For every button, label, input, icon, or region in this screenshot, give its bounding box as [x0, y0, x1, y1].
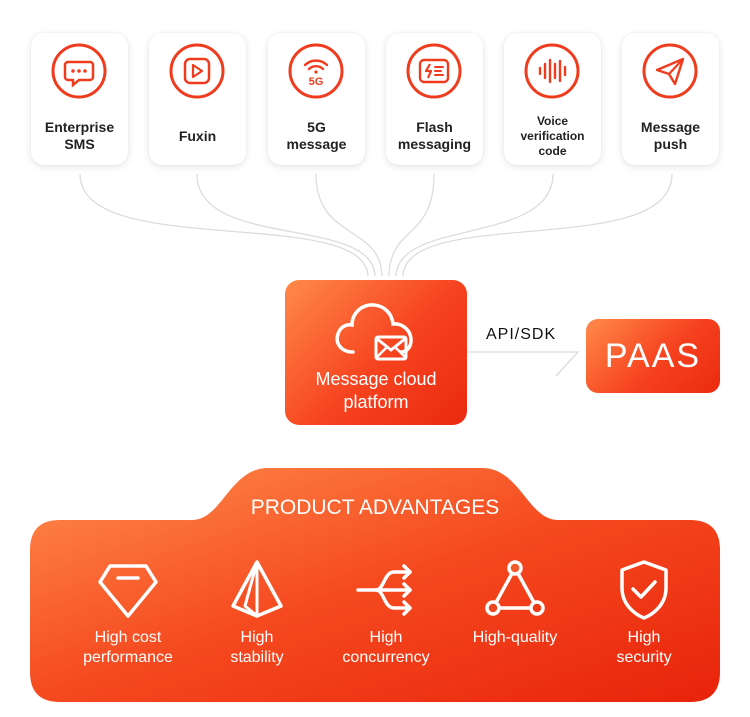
chat-bubble-icon: [51, 43, 107, 99]
advantage-high-stability: High stability: [192, 558, 322, 666]
channel-card-enterprise-sms[interactable]: Enterprise SMS: [31, 33, 128, 165]
advantage-high-concurrency: High concurrency: [321, 558, 451, 666]
channel-card-5g-message[interactable]: 5G 5G message: [268, 33, 365, 165]
platform-label: Message cloud platform: [315, 369, 437, 412]
channel-card-message-push[interactable]: Message push: [622, 33, 719, 165]
api-arrow: [467, 351, 580, 377]
paper-plane-icon: [642, 43, 698, 99]
api-sdk-label: API/SDK: [486, 326, 557, 343]
diamond-icon: [98, 564, 158, 618]
5g-signal-icon: 5G: [288, 43, 344, 99]
shield-check-icon: [620, 560, 668, 620]
advantage-label: High concurrency: [342, 629, 430, 666]
channel-label: Flash messaging: [397, 119, 472, 152]
advantage-high-cost-performance: High cost performance: [63, 558, 193, 666]
channel-label: Message push: [640, 119, 701, 152]
flash-message-icon: [406, 43, 462, 99]
advantage-label: High stability: [230, 629, 284, 666]
branching-arrows-icon: [356, 564, 412, 616]
play-icon: [169, 43, 225, 99]
pyramid-icon: [231, 560, 283, 618]
channel-label: Voice verification code: [520, 113, 585, 158]
paas-box: PAAS: [586, 319, 720, 393]
advantage-high-quality: High-quality: [450, 558, 580, 646]
channel-card-voice-verification-code[interactable]: Voice verification code: [504, 33, 601, 165]
channel-label: 5G message: [286, 119, 347, 152]
channel-card-fuxin[interactable]: Fuxin: [149, 33, 246, 165]
advantage-high-security: High security: [579, 558, 709, 666]
message-cloud-platform: Message cloud platform: [285, 280, 467, 425]
advantages-title: PRODUCT ADVANTAGES: [250, 496, 500, 519]
channel-card-flash-messaging[interactable]: Flash messaging: [386, 33, 483, 165]
advantage-label: High security: [616, 629, 672, 666]
svg-text:5G: 5G: [309, 76, 324, 88]
voice-wave-icon: [524, 43, 580, 99]
triangle-nodes-icon: [485, 560, 545, 616]
channel-label: Enterprise SMS: [44, 119, 115, 152]
channel-label: Fuxin: [178, 127, 217, 144]
advantage-label: High-quality: [472, 629, 558, 646]
advantage-label: High cost performance: [83, 629, 173, 666]
cloud-mail-icon: [335, 303, 413, 361]
